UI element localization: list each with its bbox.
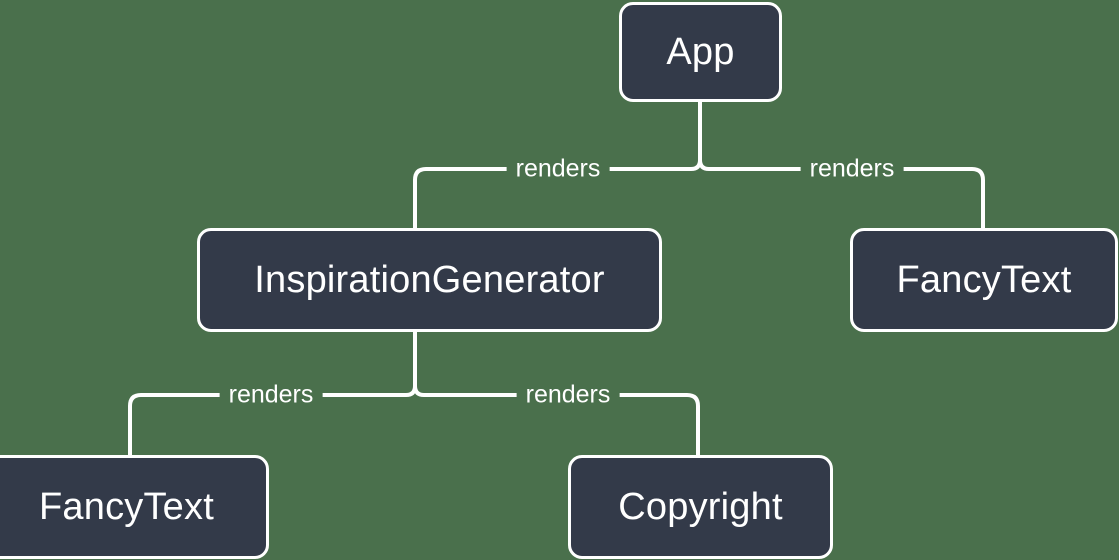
edge-label-app-to-fancytext-right: renders	[800, 156, 904, 182]
node-fancytext-bottom[interactable]: FancyText	[0, 455, 269, 559]
node-fancytext-right[interactable]: FancyText	[850, 228, 1118, 332]
node-fancytext-bottom-label: FancyText	[39, 485, 214, 528]
edge-label-inspiration-generator-to-copyright: renders	[516, 382, 620, 408]
edge-label-inspiration-generator-to-fancytext-bottom: renders	[219, 382, 323, 408]
node-fancytext-right-label: FancyText	[896, 258, 1072, 301]
node-copyright[interactable]: Copyright	[568, 455, 833, 559]
node-inspiration-generator-label: InspirationGenerator	[254, 258, 605, 301]
edge-label-app-to-inspiration-generator: renders	[506, 156, 610, 182]
node-inspiration-generator[interactable]: InspirationGenerator	[197, 228, 662, 332]
node-copyright-label: Copyright	[618, 485, 783, 528]
node-app-label: App	[666, 30, 735, 73]
node-app[interactable]: App	[619, 2, 782, 102]
